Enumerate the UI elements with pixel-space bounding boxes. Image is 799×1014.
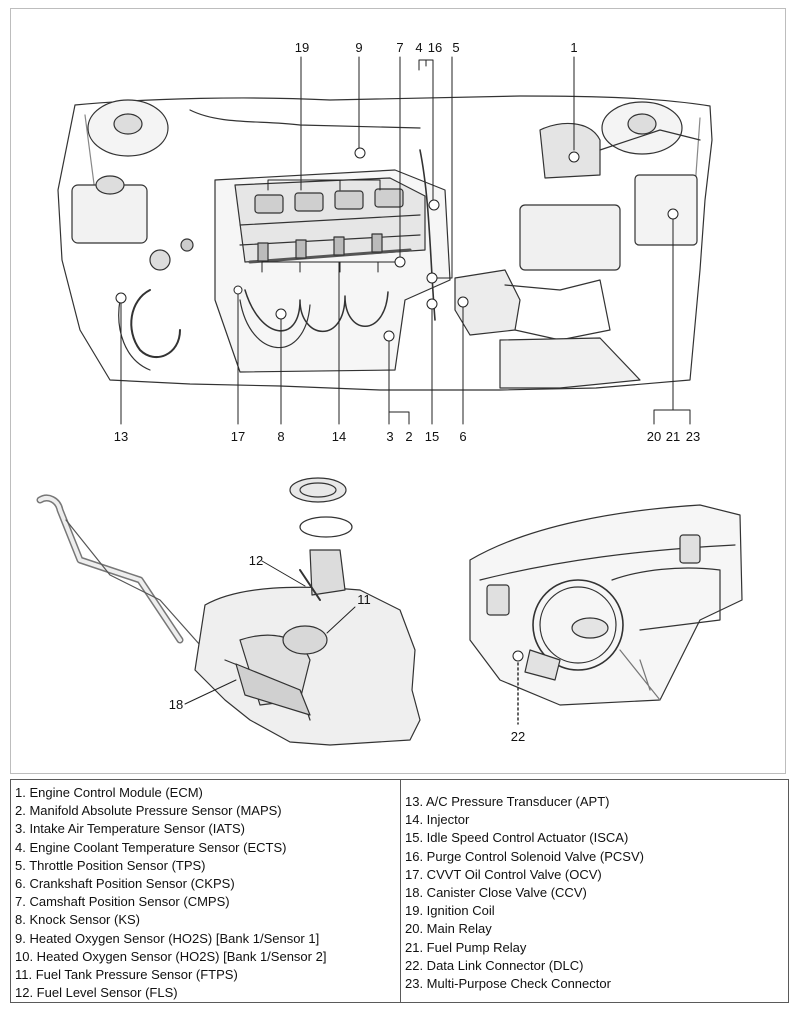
callout-14: 14 bbox=[332, 429, 346, 444]
engine-compartment-illustration bbox=[57, 95, 713, 391]
legend-item: 14. Injector bbox=[405, 812, 470, 828]
legend-item: 13. A/C Pressure Transducer (APT) bbox=[405, 794, 610, 809]
legend-item: 9. Heated Oxygen Sensor (HO2S) [Bank 1/S… bbox=[15, 930, 320, 946]
legend-column-right: 13. A/C Pressure Transducer (APT) 14. In… bbox=[401, 780, 788, 1002]
callout-11: 11 bbox=[357, 592, 371, 607]
callout-3: 3 bbox=[386, 429, 393, 444]
legend-item: 8. Knock Sensor (KS) bbox=[15, 912, 140, 928]
legend-item: 21. Fuel Pump Relay bbox=[405, 939, 527, 955]
callout-22: 22 bbox=[511, 729, 525, 744]
legend-item: 23. Multi-Purpose Check Connector bbox=[405, 976, 611, 992]
legend-item: 1. Engine Control Module (ECM) bbox=[15, 785, 203, 800]
dashboard-leader-lines bbox=[512, 650, 524, 725]
legend-item: 17. CVVT Oil Control Valve (OCV) bbox=[405, 866, 602, 882]
callout-12: 12 bbox=[249, 553, 263, 568]
component-location-diagram: 19 9 7 4 16 5 1 13 17 8 14 3 2 15 6 20 2… bbox=[36, 40, 743, 746]
callout-20: 20 bbox=[647, 429, 661, 444]
callout-6: 6 bbox=[459, 429, 466, 444]
legend-item: 3. Intake Air Temperature Sensor (IATS) bbox=[15, 821, 246, 837]
callout-8: 8 bbox=[277, 429, 284, 444]
legend-item: 16. Purge Control Solenoid Valve (PCSV) bbox=[405, 848, 644, 864]
legend-item: 6. Crankshaft Position Sensor (CKPS) bbox=[15, 876, 235, 892]
legend-item: 2. Manifold Absolute Pressure Sensor (MA… bbox=[15, 803, 282, 819]
component-legend-table: 1. Engine Control Module (ECM) 2. Manifo… bbox=[10, 779, 789, 1003]
callout-21: 21 bbox=[666, 429, 680, 444]
legend-item: 15. Idle Speed Control Actuator (ISCA) bbox=[405, 830, 629, 846]
legend-item: 20. Main Relay bbox=[405, 921, 492, 937]
callout-1: 1 bbox=[570, 40, 577, 55]
legend-item: 11. Fuel Tank Pressure Sensor (FTPS) bbox=[15, 967, 238, 983]
legend-column-left: 1. Engine Control Module (ECM) 2. Manifo… bbox=[11, 780, 401, 1002]
fuel-tank-illustration bbox=[36, 477, 421, 746]
legend-item: 7. Camshaft Position Sensor (CMPS) bbox=[15, 894, 230, 910]
callout-15: 15 bbox=[425, 429, 439, 444]
callout-2: 2 bbox=[405, 429, 412, 444]
callout-7: 7 bbox=[396, 40, 403, 55]
engine-callout-dots bbox=[115, 147, 679, 342]
legend-item: 4. Engine Coolant Temperature Sensor (EC… bbox=[15, 839, 287, 855]
legend-item: 5. Throttle Position Sensor (TPS) bbox=[15, 857, 206, 873]
callout-23: 23 bbox=[686, 429, 700, 444]
callout-16: 16 bbox=[428, 40, 442, 55]
legend-item: 19. Ignition Coil bbox=[405, 903, 495, 919]
callout-18: 18 bbox=[169, 697, 183, 712]
callout-9: 9 bbox=[355, 40, 362, 55]
legend-item: 12. Fuel Level Sensor (FLS) bbox=[15, 985, 178, 1001]
legend-item: 18. Canister Close Valve (CCV) bbox=[405, 885, 587, 901]
dashboard-illustration bbox=[469, 504, 743, 706]
legend-item: 22. Data Link Connector (DLC) bbox=[405, 957, 584, 973]
callout-17: 17 bbox=[231, 429, 245, 444]
callout-4: 4 bbox=[415, 40, 422, 55]
legend-item: 10. Heated Oxygen Sensor (HO2S) [Bank 1/… bbox=[15, 948, 327, 964]
callout-19: 19 bbox=[295, 40, 309, 55]
callout-numbers: 19 9 7 4 16 5 1 13 17 8 14 3 2 15 6 20 2… bbox=[114, 40, 700, 744]
callout-13: 13 bbox=[114, 429, 128, 444]
engine-leader-lines bbox=[120, 56, 691, 425]
diagram-frame bbox=[10, 8, 786, 774]
fuel-tank-leader-lines bbox=[184, 560, 356, 705]
callout-5: 5 bbox=[452, 40, 459, 55]
